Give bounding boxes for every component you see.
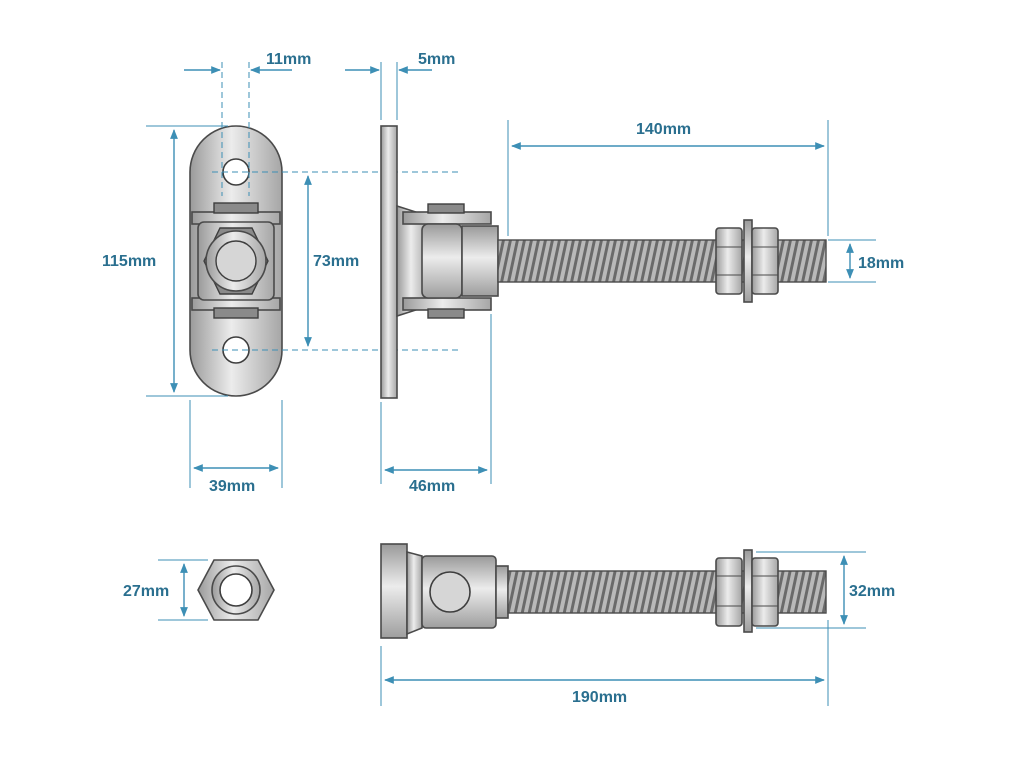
- label-thread-length: 140mm: [636, 121, 691, 138]
- label-plate-width: 39mm: [209, 478, 255, 495]
- dim-washer-diameter: 32mm: [756, 551, 895, 629]
- dim-nut-width: 27mm: [123, 559, 208, 621]
- side-view-hinge: [380, 125, 827, 399]
- dim-plate-width: 39mm: [189, 400, 283, 495]
- dim-plate-height: 115mm: [102, 125, 228, 397]
- front-view-plate: [189, 125, 283, 397]
- label-thread-diameter: 18mm: [858, 255, 904, 272]
- dim-eye-depth: 46mm: [380, 314, 492, 495]
- dim-thread-diameter: 18mm: [828, 239, 904, 283]
- dim-overall-length: 190mm: [380, 620, 829, 706]
- top-view-hinge: [380, 543, 827, 639]
- dim-plate-thickness: 5mm: [345, 51, 455, 120]
- label-plate-thickness: 5mm: [418, 51, 455, 68]
- label-eye-depth: 46mm: [409, 478, 455, 495]
- label-plate-height: 115mm: [102, 253, 156, 270]
- dim-hole-spacing: 73mm: [304, 175, 359, 347]
- dim-hole-offset: 11mm: [184, 51, 311, 74]
- dim-thread-length: 140mm: [507, 120, 829, 236]
- label-washer-diameter: 32mm: [849, 583, 895, 600]
- label-overall-length: 190mm: [572, 689, 627, 706]
- end-view-hex-nut: [197, 559, 275, 621]
- label-hole-spacing: 73mm: [313, 253, 359, 270]
- label-hole-offset: 11mm: [266, 51, 311, 68]
- label-nut-width: 27mm: [123, 583, 169, 600]
